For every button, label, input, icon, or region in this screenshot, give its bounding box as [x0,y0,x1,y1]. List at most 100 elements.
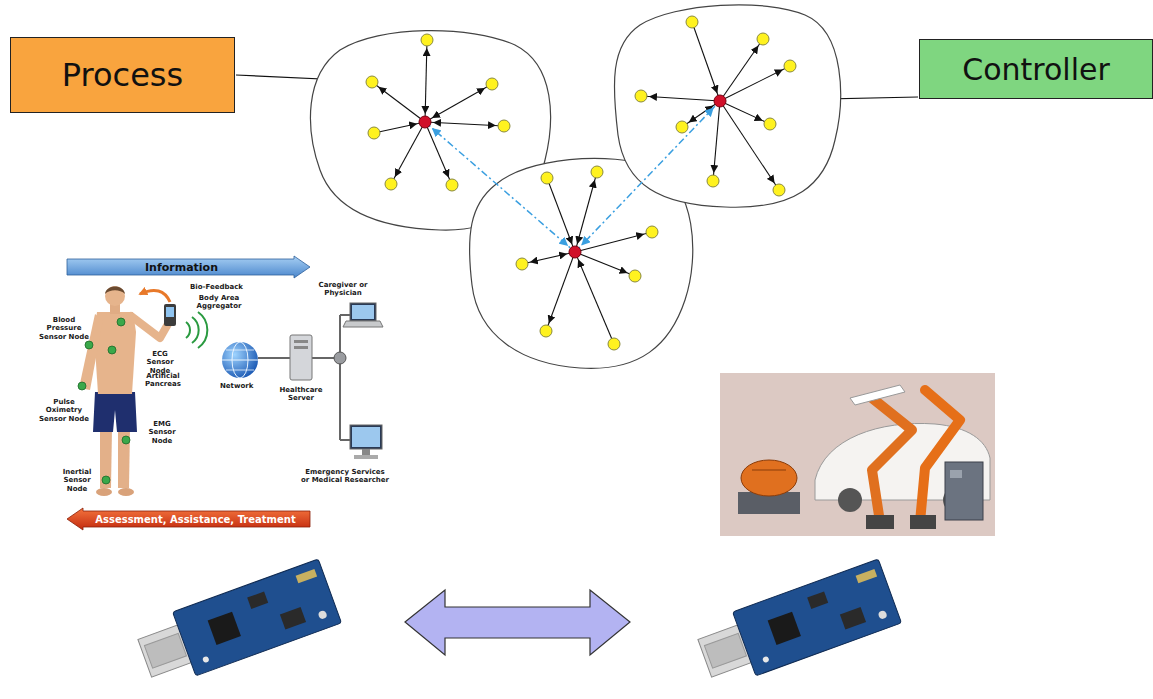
cluster-link [425,122,575,252]
cluster-head [419,95,726,258]
cluster-link [575,101,720,252]
sensor-node [646,226,658,238]
cluster-arrow [720,39,763,101]
callout-label: Caregiver or Physician [312,281,374,298]
patient-figure [100,428,112,488]
emergency-computer [354,455,378,459]
cluster-link [425,101,720,252]
patient-figure [79,286,176,496]
sensor-node [707,175,719,187]
emergency-computer [350,425,382,449]
node-text: Assessment, Assistance, Treatment [95,514,295,525]
robot-illustration [866,515,894,529]
cluster-arrow [547,178,575,252]
sensor-board [133,559,341,690]
healthcare-server [294,340,308,343]
sensor-board [280,607,306,630]
sensor-node [629,270,641,282]
node-text: Controller [962,52,1110,87]
patient-figure [118,488,134,496]
sensor-node [608,338,620,350]
callout-label: Inertial Sensor Node [56,468,98,493]
cluster-outline [614,5,840,207]
caregiver-laptop [343,303,383,327]
node-text: Information [145,261,218,274]
sensor-node [486,78,498,90]
callout-label: Bio-Feedback [190,283,243,291]
sensor-board [768,612,801,645]
network-wire [258,315,350,440]
sensor-board [173,559,342,676]
sensor-board [317,610,327,620]
bio-feedback-arrow [140,290,170,302]
sensor-board [247,591,268,608]
emergency-computer [350,425,382,459]
callout-label: Network [220,382,253,390]
network-wire [340,314,350,316]
callout-label: Blood Pressure Sensor Node [38,316,90,341]
sensor-node [773,184,785,196]
double-arrow [405,590,630,655]
assessment-arrow: Assessment, Assistance, Treatment [67,508,310,530]
cluster-head [419,116,431,128]
robot-illustration [752,470,786,471]
wireless-signal [186,322,190,338]
bio-feedback-arrow [140,290,170,302]
information-arrow-outline [67,256,310,278]
double-arrow [405,590,630,655]
patient-figure [166,307,174,317]
sensor-node [368,127,380,139]
sensor-node [784,60,796,72]
network-globe [222,342,258,378]
cluster-arrow [425,40,427,122]
cluster-arrow [713,101,720,181]
body-sensor [108,346,116,354]
patient-figure [105,287,125,295]
body-sensor [85,341,93,349]
patient-figure [164,304,176,326]
healthcare-server [290,335,312,380]
sensor-node [516,258,528,270]
callout-label: ECG Sensor Node [138,350,182,375]
information-arrow: Information [67,256,310,278]
cluster-arrow [641,96,720,101]
robot-illustration [720,373,995,536]
sensor-node [686,16,698,28]
sensor-node [446,179,458,191]
sensor-node [366,76,378,88]
cluster-head [569,246,581,258]
caregiver-laptop [352,305,374,319]
sensor-node [366,16,796,350]
sensor-board [762,656,770,664]
callout-label: EMG Sensor Node [140,420,184,445]
sensor-node [591,166,603,178]
controller-box: Controller [919,39,1153,99]
robot-illustration [945,462,983,520]
node-text: Process [62,56,183,94]
network-globe [222,342,258,378]
patient-figure [118,428,130,488]
sensor-node [676,121,688,133]
sensor-node [498,120,510,132]
assessment-arrow-outline [67,508,310,530]
cluster-arrow [720,101,779,190]
callout-label: Body Area Aggregator [190,294,248,311]
sensor-board [208,612,241,645]
sensor-board [856,569,878,583]
healthcare-server [294,346,308,349]
patient-figure [131,316,168,338]
cluster-arrow [425,84,492,122]
sensor-board [144,633,186,668]
patient-figure [93,392,137,432]
sensor-node [385,178,397,190]
sensor-node [764,118,776,130]
patient-figure [96,488,112,496]
wireless-signal [192,317,199,343]
patient-figure [105,286,125,306]
healthcare-server [290,335,346,380]
sensor-node [541,172,553,184]
robot-illustration [950,470,962,478]
cluster-arrow [374,122,425,133]
process-box: Process [10,37,235,113]
